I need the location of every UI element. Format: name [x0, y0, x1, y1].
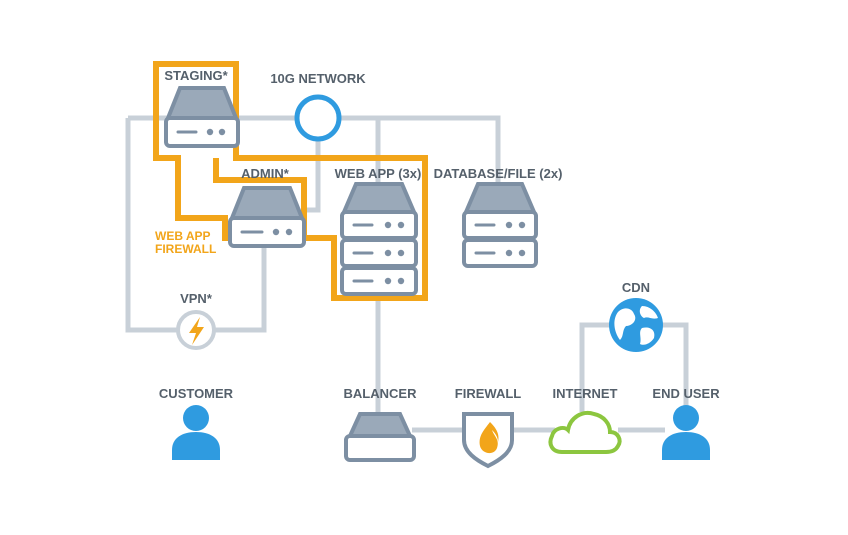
load-balancer-icon — [344, 412, 416, 462]
balancer-label: BALANCER — [344, 386, 418, 401]
vpn-label: VPN* — [180, 291, 213, 306]
waf-label-line2: FIREWALL — [155, 242, 216, 256]
staging-label: STAGING* — [164, 68, 228, 83]
database-server-stack-icon — [462, 182, 538, 268]
wire-cdn-left — [579, 322, 612, 412]
admin-label: ADMIN* — [241, 166, 290, 181]
web-app-firewall-boundary — [153, 61, 428, 301]
staging-server-icon — [164, 86, 240, 148]
firewall-label: FIREWALL — [455, 386, 521, 401]
wire-cdn-right — [660, 322, 689, 410]
webapp-label: WEB APP (3x) — [335, 166, 422, 181]
end-user-label: END USER — [652, 386, 720, 401]
database-label: DATABASE/FILE (2x) — [434, 166, 563, 181]
wire-main-bus — [128, 115, 501, 200]
customer-label: CUSTOMER — [159, 386, 234, 401]
wire-vpn-admin — [214, 245, 267, 333]
cdn-globe-icon — [609, 298, 663, 352]
admin-firewall-boundary — [213, 158, 307, 241]
web-app-server-stack-icon — [340, 182, 418, 296]
network-ring-icon — [294, 94, 342, 142]
vpn-lightning-icon — [176, 310, 216, 350]
network-label: 10G NETWORK — [270, 71, 366, 86]
waf-label-line1: WEB APP — [155, 229, 211, 243]
cdn-label: CDN — [622, 280, 650, 295]
customer-user-icon — [172, 405, 220, 460]
end-user-icon — [662, 405, 710, 460]
connection-wires — [125, 115, 689, 433]
internet-cloud-icon — [548, 411, 622, 454]
wire-vpn-left — [125, 118, 178, 333]
internet-label: INTERNET — [553, 386, 618, 401]
shield-flame-icon — [462, 412, 514, 469]
admin-server-icon — [228, 186, 306, 248]
wire-network-admin — [302, 140, 321, 213]
